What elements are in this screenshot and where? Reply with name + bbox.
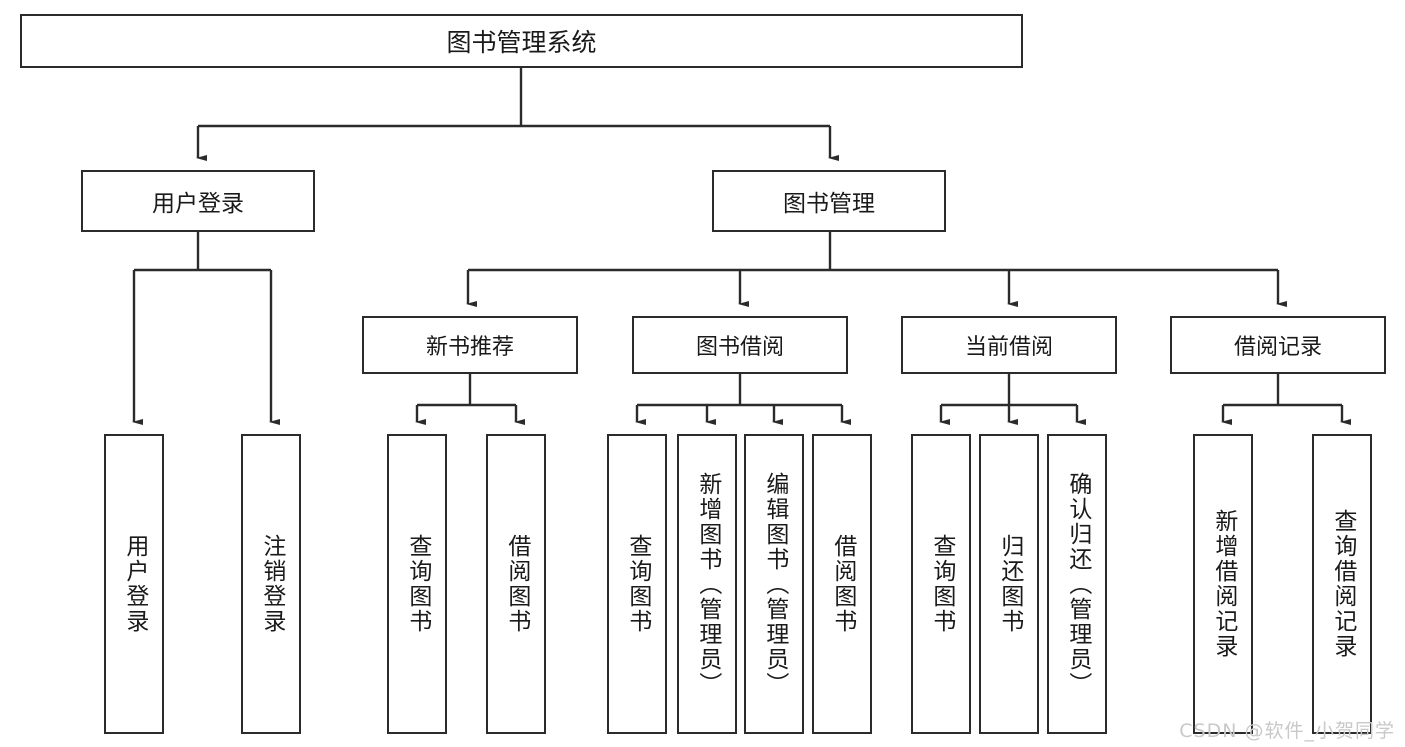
leaf-label: 确认归还（管理员） <box>1064 471 1091 697</box>
node-user-login[interactable]: 用户登录 <box>81 170 315 232</box>
leaf-label: 用户登录 <box>121 534 148 634</box>
node-current-borrow-label: 当前借阅 <box>964 335 1053 360</box>
node-borrow-records-label: 借阅记录 <box>1233 335 1322 360</box>
leaf-current-borrow-return-book[interactable]: 归还图书 <box>979 434 1039 734</box>
leaf-label: 编辑图书（管理员） <box>761 471 788 697</box>
leaf-borrow-records-query-record[interactable]: 查询借阅记录 <box>1312 434 1372 734</box>
leaf-borrow-records-add-record[interactable]: 新增借阅记录 <box>1193 434 1253 734</box>
node-book-borrow-label: 图书借阅 <box>695 335 784 360</box>
node-user-login-label: 用户登录 <box>152 191 244 217</box>
leaf-label: 查询图书 <box>624 534 651 634</box>
leaf-new-book-query-book[interactable]: 查询图书 <box>387 434 447 734</box>
leaf-label: 新增借阅记录 <box>1210 509 1237 659</box>
leaf-user-login-logout[interactable]: 注销登录 <box>241 434 301 734</box>
leaf-user-login-login[interactable]: 用户登录 <box>104 434 164 734</box>
leaf-label: 借阅图书 <box>503 534 530 634</box>
leaf-label: 注销登录 <box>258 534 285 634</box>
node-new-book-recommend[interactable]: 新书推荐 <box>362 316 578 374</box>
leaf-current-borrow-confirm-return-admin[interactable]: 确认归还（管理员） <box>1047 434 1107 734</box>
leaf-book-borrow-edit-book-admin[interactable]: 编辑图书（管理员） <box>744 434 804 734</box>
leaf-current-borrow-query-book[interactable]: 查询图书 <box>911 434 971 734</box>
node-book-management[interactable]: 图书管理 <box>712 170 946 232</box>
node-new-book-recommend-label: 新书推荐 <box>425 335 514 360</box>
leaf-label: 查询图书 <box>928 534 955 634</box>
node-book-management-label: 图书管理 <box>783 191 875 217</box>
leaf-new-book-borrow-book[interactable]: 借阅图书 <box>486 434 546 734</box>
node-book-borrow[interactable]: 图书借阅 <box>632 316 848 374</box>
leaf-label: 查询借阅记录 <box>1329 509 1356 659</box>
node-root-label: 图书管理系统 <box>446 28 597 57</box>
leaf-label: 借阅图书 <box>829 534 856 634</box>
leaf-book-borrow-query-book[interactable]: 查询图书 <box>607 434 667 734</box>
node-root[interactable]: 图书管理系统 <box>20 14 1023 68</box>
leaf-label: 新增图书（管理员） <box>694 471 721 697</box>
leaf-book-borrow-add-book-admin[interactable]: 新增图书（管理员） <box>677 434 737 734</box>
leaf-label: 查询图书 <box>404 534 431 634</box>
leaf-label: 归还图书 <box>996 534 1023 634</box>
watermark: CSDN @软件_小贺同学 <box>1179 720 1395 742</box>
leaf-book-borrow-borrow-book[interactable]: 借阅图书 <box>812 434 872 734</box>
node-borrow-records[interactable]: 借阅记录 <box>1170 316 1386 374</box>
node-current-borrow[interactable]: 当前借阅 <box>901 316 1117 374</box>
